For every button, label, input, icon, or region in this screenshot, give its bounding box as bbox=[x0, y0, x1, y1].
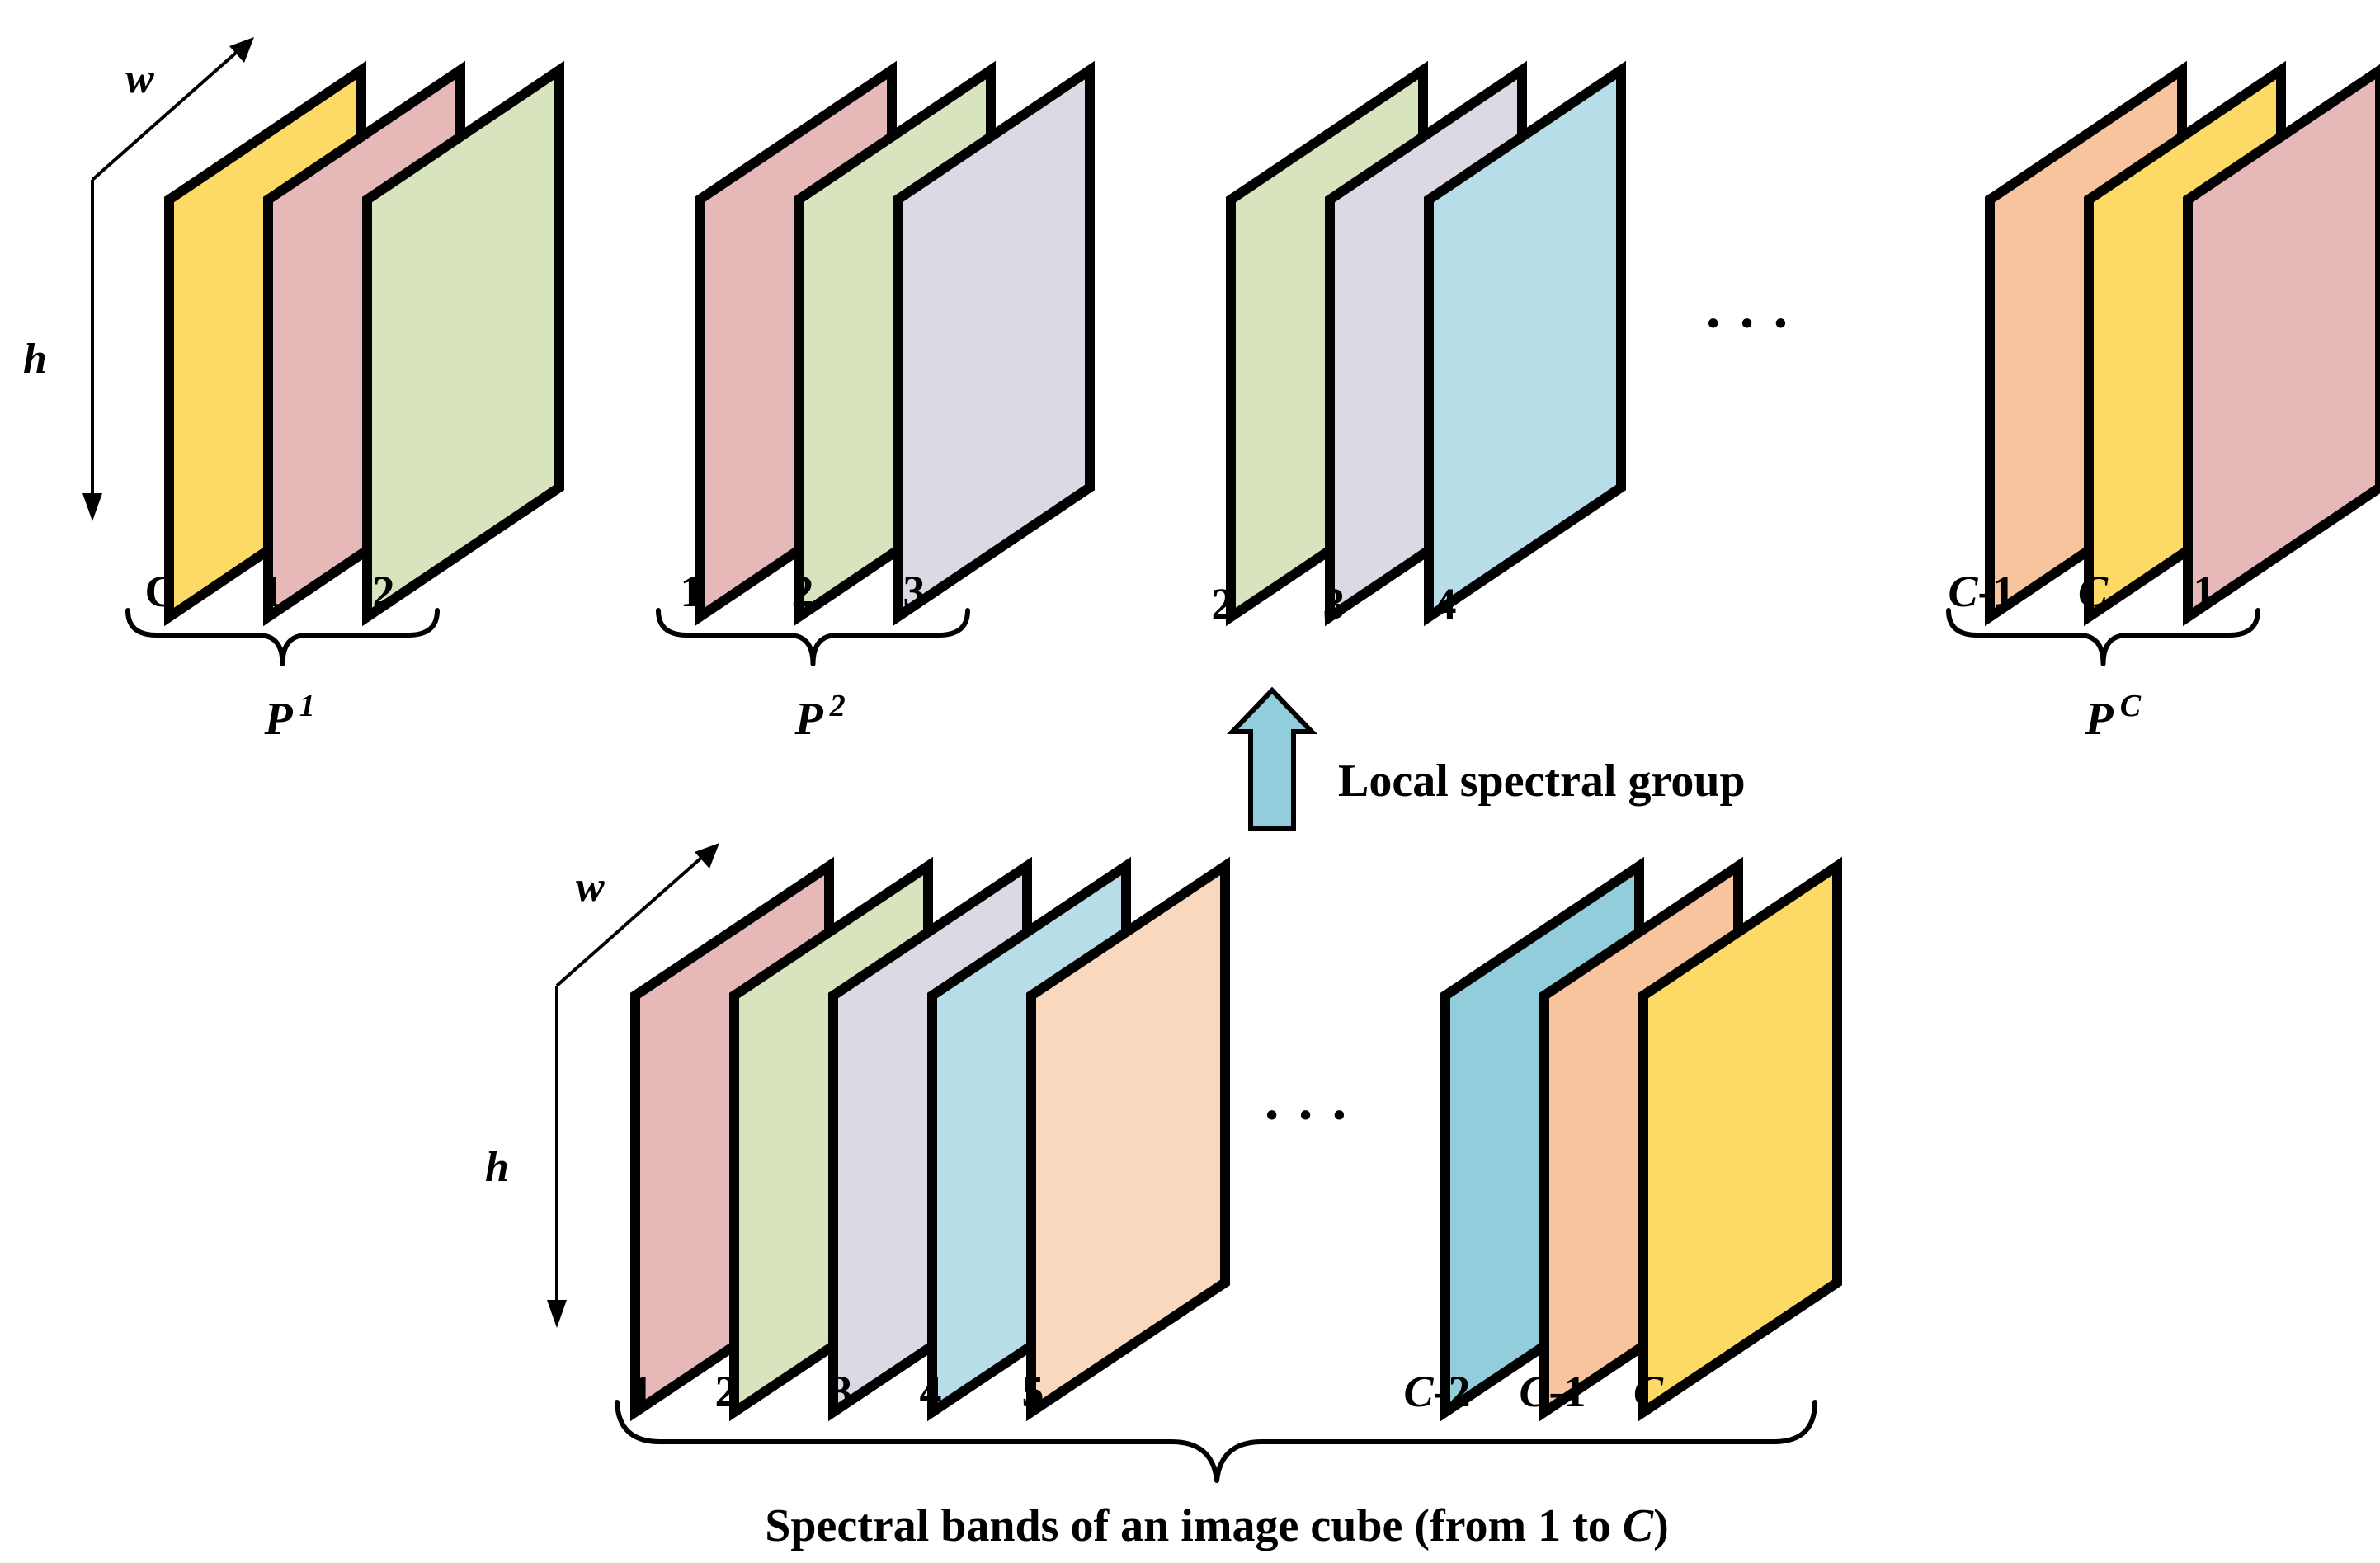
cube-label-2: 2 bbox=[715, 1367, 738, 1416]
cube-caption-var: C bbox=[1623, 1500, 1654, 1551]
group-4-label-3: 1 bbox=[2194, 567, 2216, 616]
arrow-label: Local spectral group bbox=[1338, 756, 1746, 807]
cube-caption-text: Spectral bands of an image cube (from 1 … bbox=[765, 1500, 1623, 1551]
group-1-brace bbox=[125, 608, 440, 666]
cube-label-end-2: C-1 bbox=[1519, 1367, 1586, 1416]
cube-label-end-1: C-2 bbox=[1403, 1367, 1470, 1416]
bottom-h-arrowhead bbox=[547, 1300, 567, 1328]
group-2-label-3: 3 bbox=[903, 567, 926, 616]
cube-label-5: 5 bbox=[1022, 1367, 1044, 1416]
group-1-band-3 bbox=[362, 60, 564, 627]
cube-caption: Spectral bands of an image cube (from 1 … bbox=[765, 1500, 1669, 1551]
top-h-label: h bbox=[23, 336, 47, 383]
top-ellipsis: · · · bbox=[1704, 292, 1790, 355]
cube-caption-end: ) bbox=[1653, 1500, 1669, 1551]
top-h-arrowhead bbox=[82, 493, 102, 521]
group-1-label-2: 1 bbox=[262, 567, 284, 616]
local-group-arrow bbox=[1226, 686, 1318, 831]
cube-label-1: 1 bbox=[631, 1367, 653, 1416]
cube-ellipsis: · · · bbox=[1262, 1084, 1349, 1147]
top-axes: w h bbox=[23, 37, 254, 521]
patch-group-3: 2 3 4 bbox=[1212, 60, 1626, 628]
group-1-label-1: C bbox=[145, 567, 177, 616]
up-arrow-icon bbox=[1226, 686, 1318, 831]
group-2-label-1: 1 bbox=[681, 567, 703, 616]
group-3-label-2: 3 bbox=[1323, 579, 1346, 628]
bottom-w-arrowhead bbox=[695, 843, 719, 869]
bottom-w-axis bbox=[555, 850, 709, 987]
cube-brace bbox=[615, 1400, 1817, 1483]
group-3-label-1: 2 bbox=[1212, 579, 1234, 628]
bottom-axes: w h bbox=[485, 843, 719, 1328]
image-cube: 1 2 3 4 5 C-2 C-1 C bbox=[630, 856, 1842, 1422]
bottom-w-label: w bbox=[576, 864, 605, 911]
top-w-label: w bbox=[125, 55, 154, 102]
cube-label-3: 3 bbox=[831, 1367, 853, 1416]
cube-label-end-3: C bbox=[1633, 1367, 1664, 1416]
group-2-brace bbox=[656, 608, 970, 666]
group-4-band-3 bbox=[2183, 64, 2380, 627]
group-2-band-3 bbox=[893, 60, 1095, 627]
group-4-label-1: C-1 bbox=[1948, 567, 2015, 616]
group-1-label-3: 2 bbox=[373, 567, 395, 616]
group-4-label-2: C bbox=[2078, 567, 2109, 616]
top-w-arrowhead bbox=[229, 37, 254, 63]
cube-band-5 bbox=[1026, 856, 1230, 1422]
group-3-label-3: 4 bbox=[1435, 579, 1457, 628]
cube-label-4: 4 bbox=[920, 1367, 942, 1416]
bottom-h-label: h bbox=[485, 1144, 509, 1191]
group-4-brace bbox=[1946, 608, 2260, 666]
cube-band-end-3 bbox=[1638, 856, 1842, 1422]
group-3-band-3 bbox=[1424, 60, 1626, 627]
group-2-label-2: 2 bbox=[792, 567, 814, 616]
top-w-axis bbox=[91, 45, 245, 181]
